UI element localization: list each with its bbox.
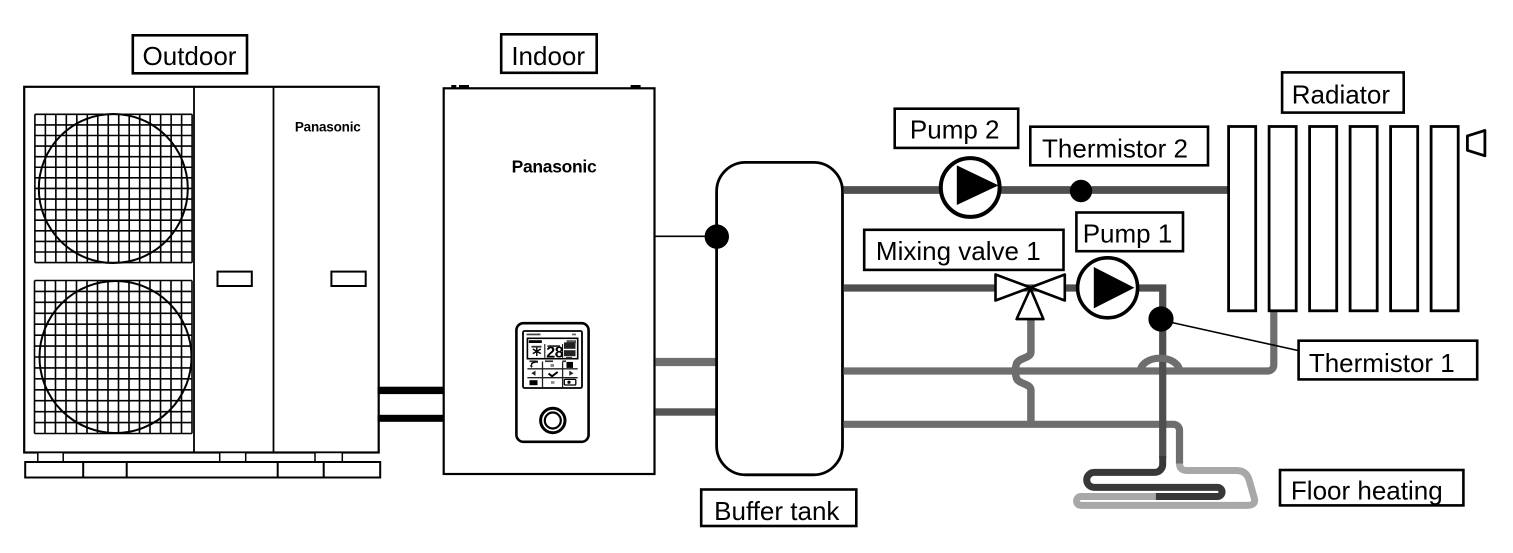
svg-text:28: 28 xyxy=(546,344,563,361)
svg-text:Outdoor: Outdoor xyxy=(143,41,237,71)
svg-text:Floor heating: Floor heating xyxy=(1291,475,1443,505)
svg-text:Indoor: Indoor xyxy=(511,41,585,71)
svg-text:Buffer tank: Buffer tank xyxy=(714,496,840,526)
svg-text:Panasonic: Panasonic xyxy=(512,157,597,177)
svg-text:Pump 1: Pump 1 xyxy=(1083,218,1173,248)
svg-text:Panasonic: Panasonic xyxy=(295,120,361,135)
svg-text:Thermistor 1: Thermistor 1 xyxy=(1309,348,1455,378)
svg-text:Pump 2: Pump 2 xyxy=(910,115,1000,145)
svg-text:Thermistor 2: Thermistor 2 xyxy=(1042,133,1188,163)
svg-text:Mixing valve 1: Mixing valve 1 xyxy=(876,236,1041,266)
svg-text:Radiator: Radiator xyxy=(1292,80,1391,110)
